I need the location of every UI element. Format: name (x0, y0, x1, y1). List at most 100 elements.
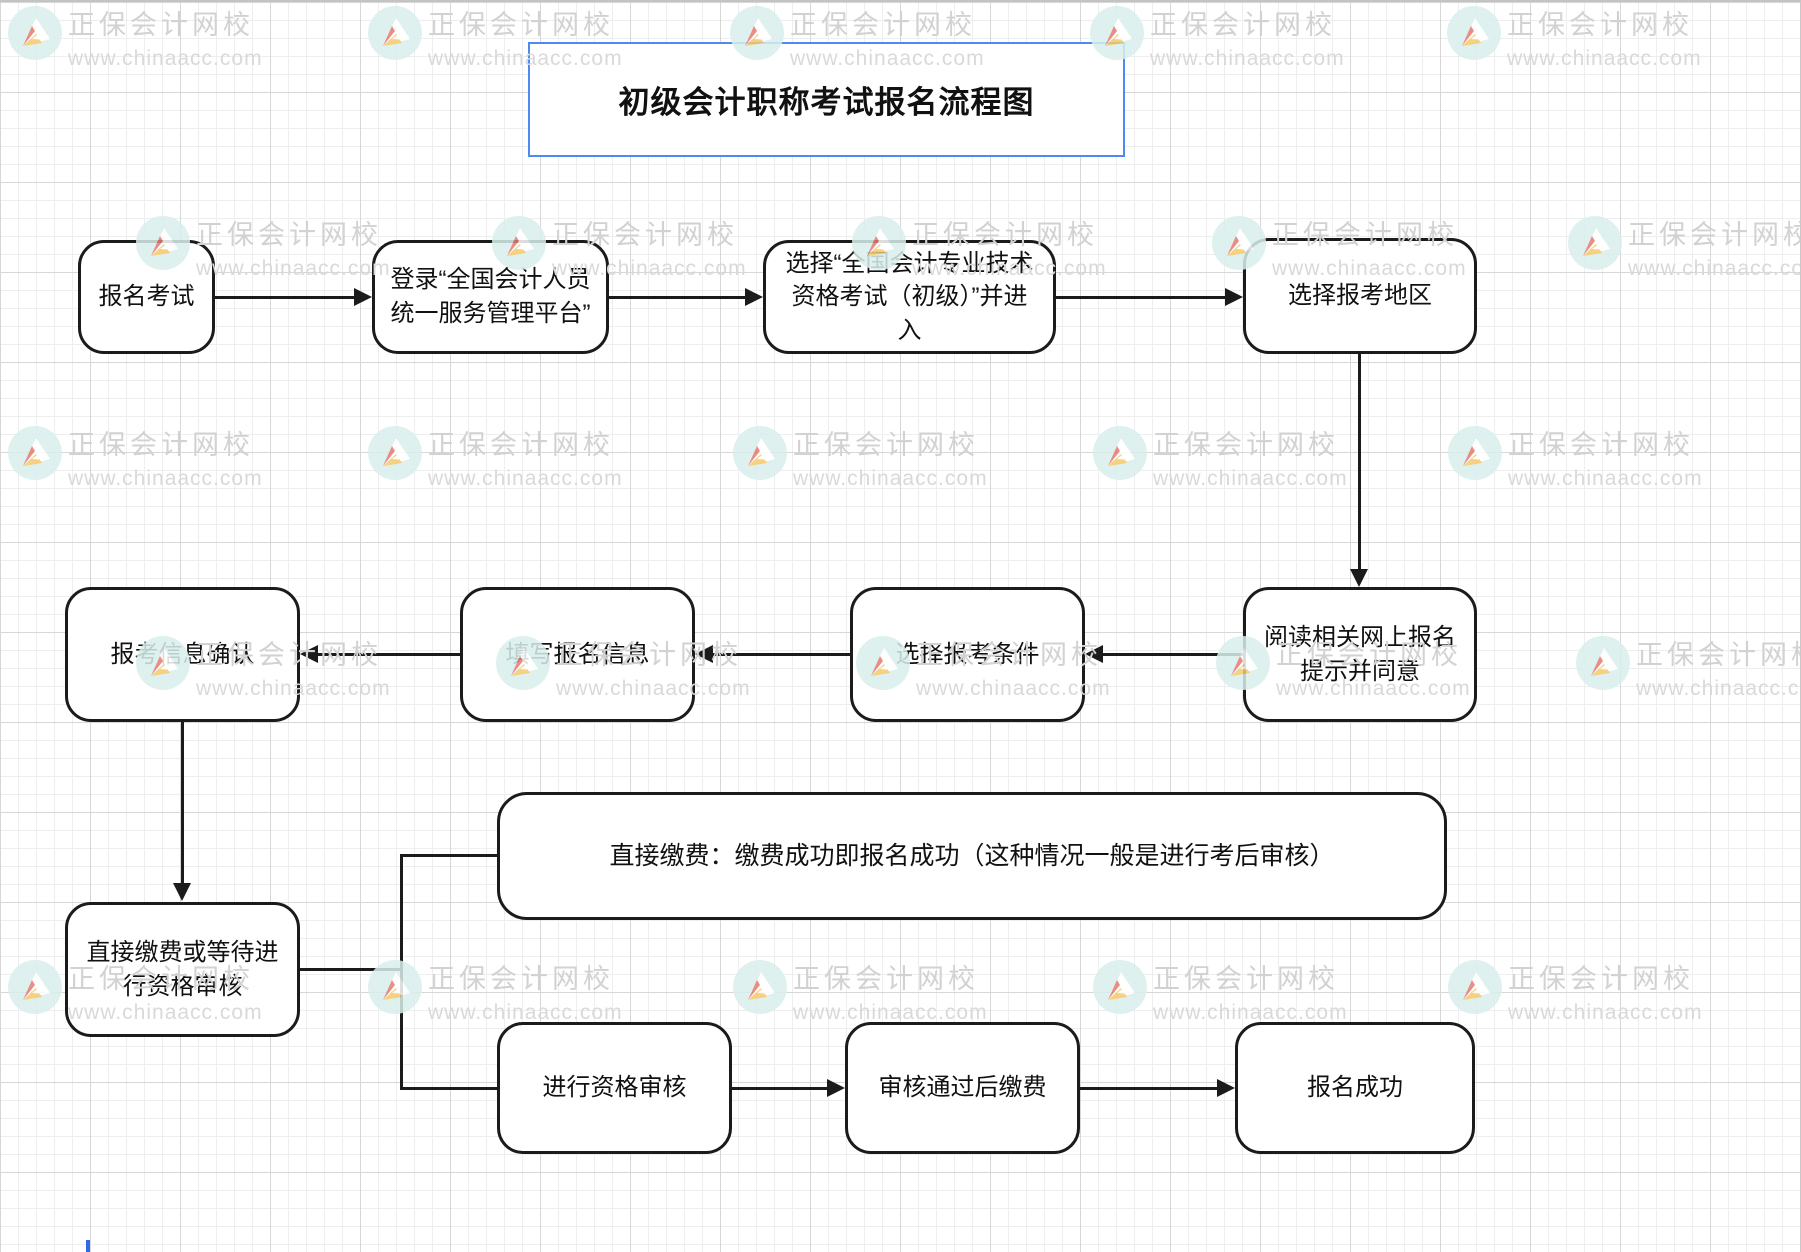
node-direct-pay-label: 直接缴费：缴费成功即报名成功（这种情况一般是进行考后审核） (609, 841, 1335, 870)
watermark: 正保会计网校 www.chinaacc.com (1447, 6, 1702, 69)
arrowhead-selectexam-region (1225, 288, 1243, 306)
arrowhead-condition-fillinfo (695, 645, 713, 663)
chinaacc-logo-icon (733, 960, 787, 1014)
watermark: 正保会计网校 www.chinaacc.com (733, 960, 988, 1023)
node-confirm-info-label: 报考信息确认 (110, 640, 255, 668)
watermark: 正保会计网校 www.chinaacc.com (1568, 216, 1801, 280)
watermark-url: www.chinaacc.com (1628, 257, 1800, 280)
chinaacc-logo-icon (1568, 216, 1622, 270)
node-read-notice: 阅读相关网上报名提示并同意 (1243, 587, 1477, 722)
watermark: 正保会计网校 www.chinaacc.com (1448, 960, 1703, 1023)
node-direct-pay: 直接缴费：缴费成功即报名成功（这种情况一般是进行考后审核） (497, 792, 1447, 920)
watermark-brand: 正保会计网校 (196, 220, 382, 250)
page-title: 初级会计职称考试报名流程图 (618, 85, 1035, 120)
watermark-url: www.chinaacc.com (1153, 1001, 1348, 1024)
watermark: 正保会计网校 www.chinaacc.com (1576, 636, 1800, 700)
watermark-url: www.chinaacc.com (1153, 467, 1348, 490)
watermark-brand: 正保会计网校 (1628, 220, 1801, 250)
node-login-label: 登录“全国会计人员统一服务管理平台” (390, 266, 591, 327)
connector-branch-bottom (400, 1087, 497, 1090)
node-select-exam-label: 选择“全国会计专业技术资格考试（初级）”并进入 (785, 249, 1034, 344)
watermark-brand: 正保会计网校 (68, 430, 254, 460)
arrow-confirm-payorwait (181, 722, 184, 884)
node-login: 登录“全国会计人员统一服务管理平台” (372, 240, 609, 354)
node-review-label: 进行资格审核 (542, 1074, 687, 1102)
node-pay-or-wait: 直接缴费或等待进行资格审核 (65, 902, 300, 1037)
watermark-url: www.chinaacc.com (1636, 677, 1800, 700)
arrowhead-review-pay (827, 1079, 845, 1097)
watermark-url: www.chinaacc.com (196, 257, 391, 280)
node-success: 报名成功 (1235, 1022, 1475, 1154)
chinaacc-logo-icon (1448, 960, 1502, 1014)
arrow-review-pay (732, 1087, 827, 1090)
node-start-label: 报名考试 (98, 283, 195, 311)
chinaacc-logo-icon (1448, 426, 1502, 480)
arrowhead-start-login (354, 288, 372, 306)
watermark-brand: 正保会计网校 (1150, 10, 1336, 40)
watermark: 正保会计网校 www.chinaacc.com (1093, 426, 1348, 489)
chinaacc-logo-icon (8, 6, 62, 60)
chinaacc-logo-icon (1093, 960, 1147, 1014)
arrowhead-pay-success (1217, 1079, 1235, 1097)
watermark-brand: 正保会计网校 (793, 430, 979, 460)
arrow-notice-condition (1100, 653, 1243, 656)
watermark-url: www.chinaacc.com (1507, 47, 1702, 70)
chinaacc-logo-icon (368, 6, 422, 60)
node-select-condition-label: 选择报考条件 (895, 640, 1040, 668)
watermark: 正保会计网校 www.chinaacc.com (368, 960, 623, 1023)
watermark-url: www.chinaacc.com (1508, 467, 1703, 490)
chinaacc-logo-icon (1576, 636, 1630, 690)
connector-branch-top (400, 854, 497, 857)
connector-branch-vertical (400, 854, 403, 1090)
watermark: 正保会计网校 www.chinaacc.com (368, 426, 623, 489)
node-pay-or-wait-label: 直接缴费或等待进行资格审核 (86, 938, 279, 1000)
watermark: 正保会计网校 www.chinaacc.com (1093, 960, 1348, 1023)
watermark-brand: 正保会计网校 (68, 10, 254, 40)
watermark-brand: 正保会计网校 (1636, 640, 1800, 670)
node-confirm-info: 报考信息确认 (65, 587, 300, 722)
node-fill-info: 填写报名信息 (460, 587, 695, 722)
watermark-brand: 正保会计网校 (1153, 964, 1339, 994)
node-success-label: 报名成功 (1307, 1074, 1403, 1102)
watermark: 正保会计网校 www.chinaacc.com (8, 426, 263, 489)
watermark-url: www.chinaacc.com (793, 467, 988, 490)
chinaacc-logo-icon (368, 426, 422, 480)
watermark-url: www.chinaacc.com (428, 1001, 623, 1024)
node-read-notice-label: 阅读相关网上报名提示并同意 (1264, 623, 1456, 685)
watermark-brand: 正保会计网校 (1507, 10, 1693, 40)
arrowhead-notice-condition (1085, 645, 1103, 663)
arrowhead-confirm-payorwait (173, 883, 191, 901)
watermark-brand: 正保会计网校 (793, 964, 979, 994)
watermark-url: www.chinaacc.com (1508, 1001, 1703, 1024)
node-pay-after-review: 审核通过后缴费 (845, 1022, 1080, 1154)
watermark-brand: 正保会计网校 (1153, 430, 1339, 460)
node-select-region: 选择报考地区 (1243, 238, 1477, 354)
connector-payorwait-branch (300, 968, 403, 971)
watermark: 正保会计网校 www.chinaacc.com (733, 426, 988, 489)
watermark-brand: 正保会计网校 (790, 10, 976, 40)
arrow-selectexam-region (1056, 296, 1226, 299)
watermark: 正保会计网校 www.chinaacc.com (8, 6, 263, 69)
arrow-fillinfo-confirm (315, 653, 460, 656)
arrow-pay-success (1080, 1087, 1217, 1090)
arrowhead-fillinfo-confirm (300, 645, 318, 663)
watermark-url: www.chinaacc.com (68, 467, 263, 490)
chinaacc-logo-icon (733, 426, 787, 480)
watermark-url: www.chinaacc.com (68, 47, 263, 70)
chinaacc-logo-icon (8, 426, 62, 480)
node-start: 报名考试 (78, 240, 215, 354)
blue-cursor-mark (86, 1240, 90, 1252)
watermark-brand: 正保会计网校 (428, 430, 614, 460)
watermark-url: www.chinaacc.com (428, 467, 623, 490)
arrow-login-selectexam (608, 296, 748, 299)
node-select-region-label: 选择报考地区 (1288, 282, 1432, 310)
watermark-brand: 正保会计网校 (1508, 964, 1694, 994)
chinaacc-logo-icon (1093, 426, 1147, 480)
watermark-url: www.chinaacc.com (793, 1001, 988, 1024)
arrowhead-login-selectexam (745, 288, 763, 306)
watermark-brand: 正保会计网校 (428, 964, 614, 994)
title-box: 初级会计职称考试报名流程图 (528, 42, 1125, 157)
